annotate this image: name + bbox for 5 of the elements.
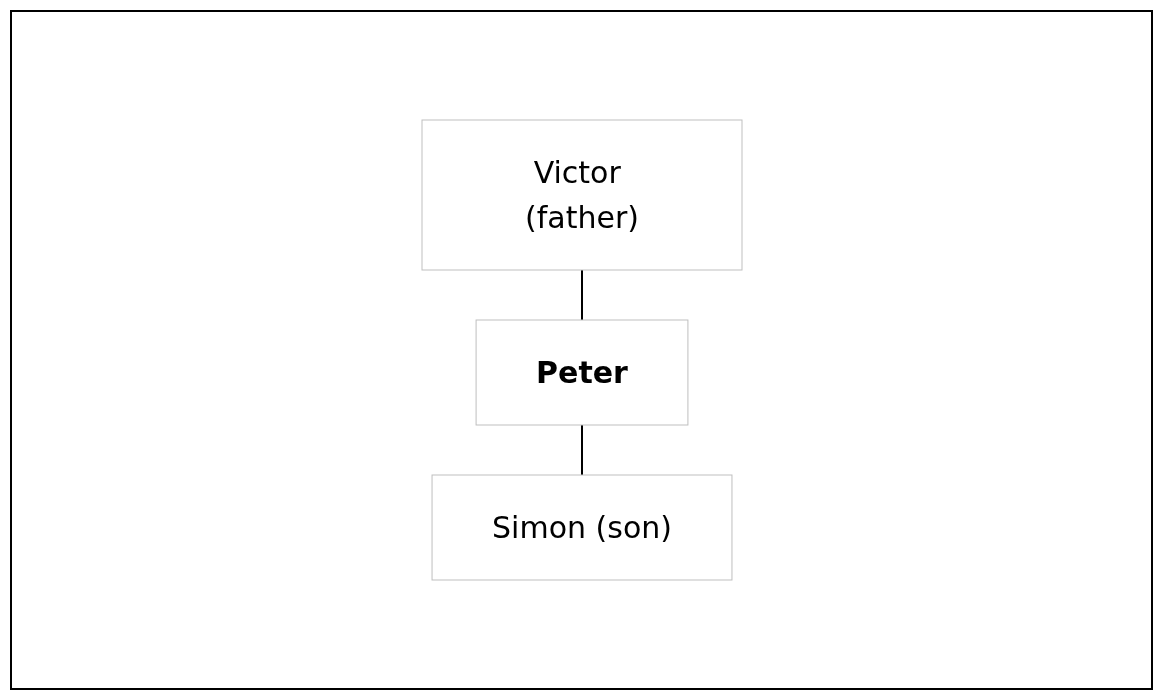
connector [580,269,583,321]
node-box: Peter [475,319,688,426]
node-box: Simon (son) [431,474,732,581]
node-box: Victor (father) [421,119,742,271]
connector [580,424,583,476]
